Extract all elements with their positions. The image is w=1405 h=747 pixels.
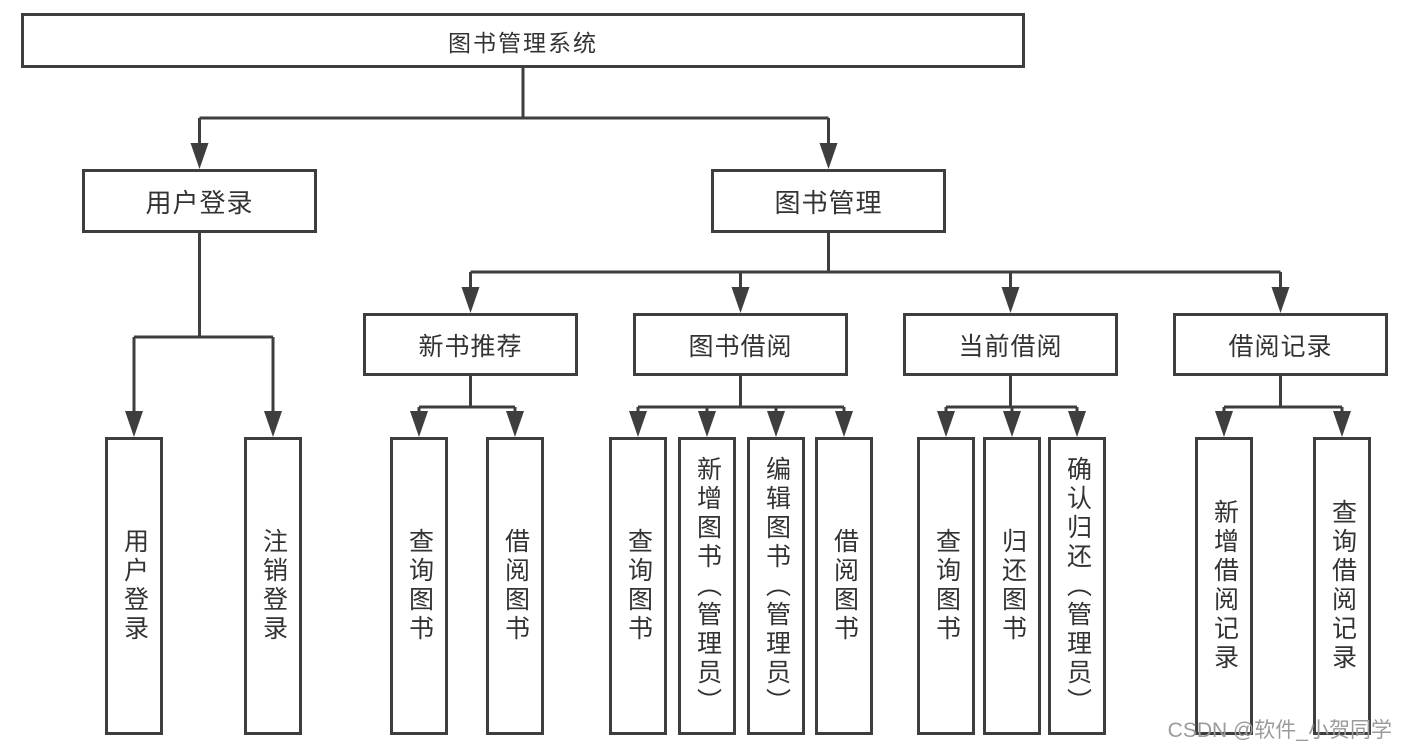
connector-book-borrow-children xyxy=(629,376,853,437)
node-book-management: 图书管理 xyxy=(711,169,946,233)
leaf-edit-book-admin: 编辑图书（管理员） xyxy=(747,437,805,735)
node-new-book-recommend: 新书推荐 xyxy=(363,313,578,376)
connector-borrow-records-children xyxy=(1215,376,1351,437)
connector-new-book-recommend-children xyxy=(410,376,524,437)
node-borrow-records: 借阅记录 xyxy=(1173,313,1388,376)
leaf-query-books-recommend: 查询图书 xyxy=(390,437,448,735)
leaf-add-book-admin: 新增图书（管理员） xyxy=(678,437,736,735)
node-user-login: 用户登录 xyxy=(82,169,317,233)
leaf-return-book: 归还图书 xyxy=(983,437,1041,735)
watermark-text: CSDN @软件_小贺同学 xyxy=(1167,719,1392,742)
connector-book-management-children xyxy=(461,233,1290,313)
node-library-system: 图书管理系统 xyxy=(21,13,1025,68)
leaf-query-books-borrow: 查询图书 xyxy=(609,437,667,735)
leaf-logout: 注销登录 xyxy=(244,437,302,735)
connector-current-borrow-children xyxy=(937,376,1086,437)
node-current-borrow: 当前借阅 xyxy=(903,313,1118,376)
leaf-query-books-current: 查询图书 xyxy=(917,437,975,735)
node-book-borrow: 图书借阅 xyxy=(633,313,848,376)
leaf-borrow-books-borrow: 借阅图书 xyxy=(815,437,873,735)
leaf-confirm-return-admin: 确认归还（管理员） xyxy=(1048,437,1106,735)
leaf-user-login: 用户登录 xyxy=(105,437,163,735)
leaf-borrow-books-recommend: 借阅图书 xyxy=(486,437,544,735)
leaf-query-borrow-record: 查询借阅记录 xyxy=(1313,437,1371,735)
leaf-add-borrow-record: 新增借阅记录 xyxy=(1195,437,1253,735)
connector-root-to-level2 xyxy=(190,68,838,169)
connector-user-login-children xyxy=(125,233,282,437)
